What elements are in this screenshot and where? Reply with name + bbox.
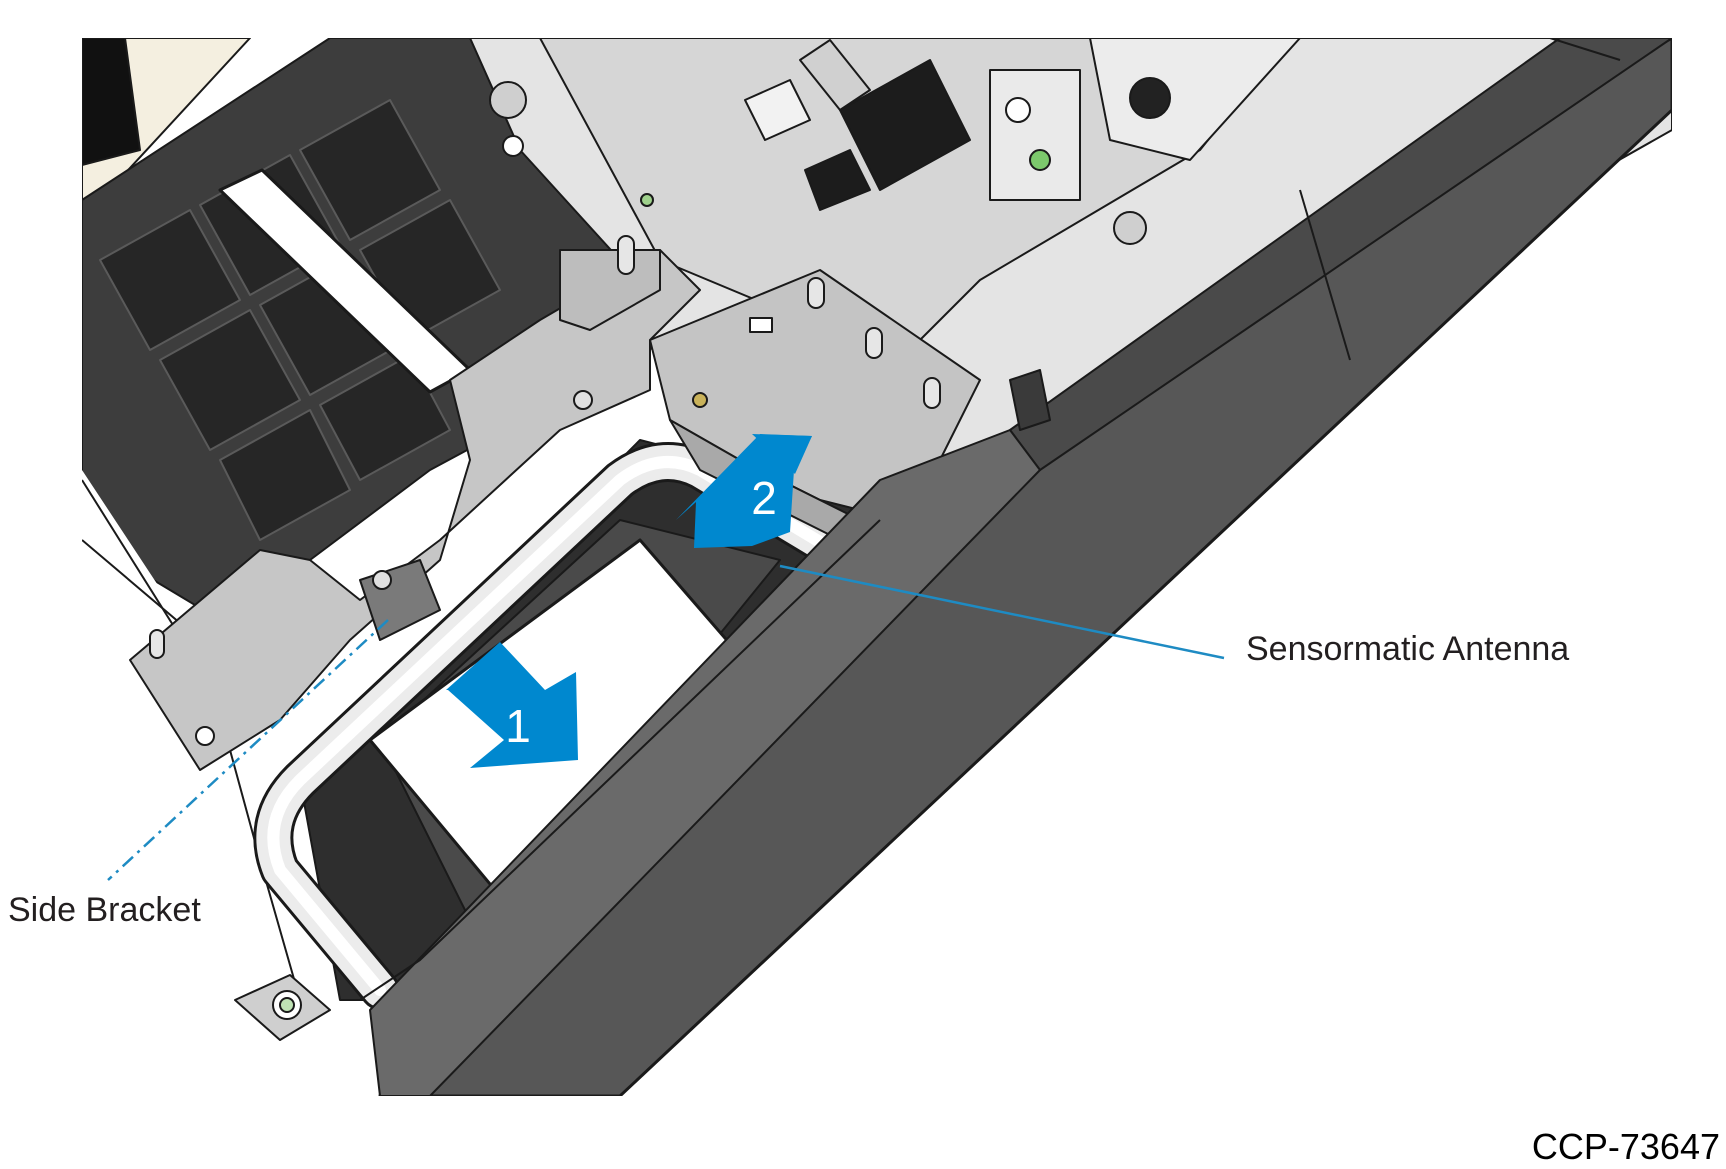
step-2-arrow: 2 [676,434,812,548]
step-2-number: 2 [751,472,777,524]
page-margin-right [1672,0,1726,1169]
side-bracket [129,235,701,771]
step-1-arrow: 1 [446,642,578,768]
antenna-loop [253,442,870,1010]
bracket-leader-line [107,619,389,881]
sensormatic-antenna-label: Sensormatic Antenna [1246,630,1570,668]
side-bracket-label: Side Bracket [8,891,201,929]
power-connector [489,39,1171,245]
antenna-leader-line [779,564,1225,660]
step-1-number: 1 [505,700,531,752]
figure-id-label: CCP-73647 [1531,1126,1720,1167]
page-margin-bottom [0,1096,1672,1169]
front-bezel [359,38,1672,1096]
